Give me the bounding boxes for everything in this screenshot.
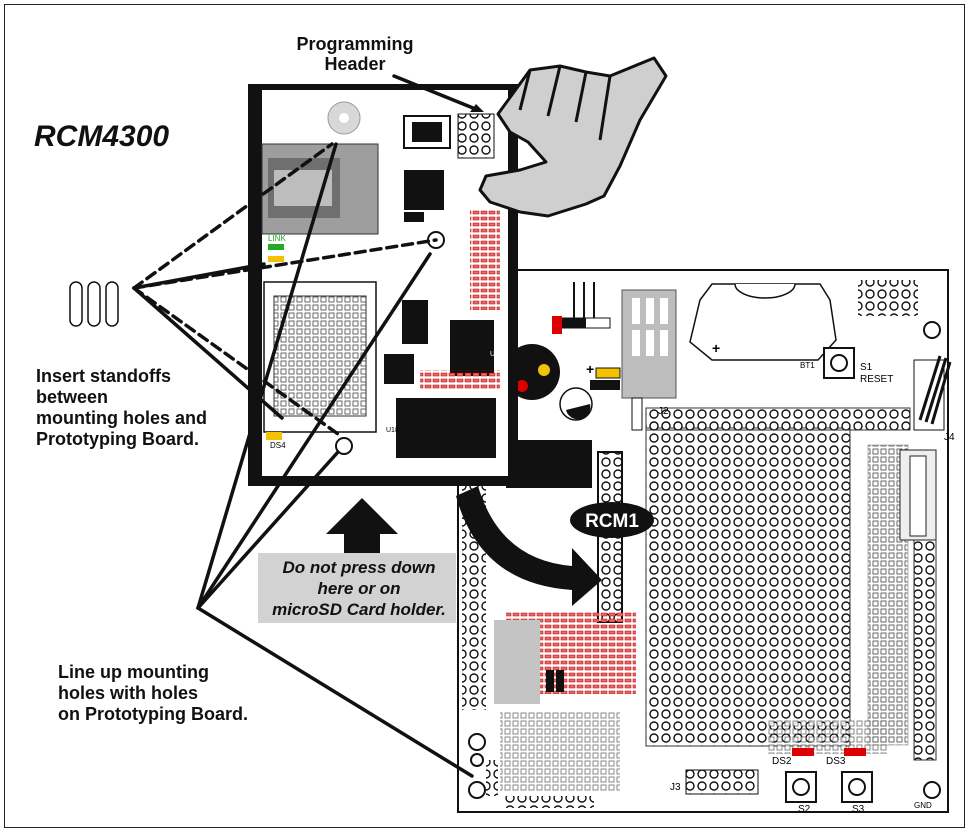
ds4-led: [266, 432, 282, 440]
rcm1-connector-label-oval: [570, 502, 654, 538]
reset-label: RESET: [860, 374, 893, 385]
programming-header-label: Programming Header: [290, 34, 420, 74]
lineup-line: holes with holes: [58, 683, 199, 703]
programming-header-label-line2: Header: [324, 54, 386, 74]
warning-text: Do not press down here or on microSD Car…: [262, 557, 456, 620]
u1-chip: [450, 320, 494, 376]
ds3-label: DS3: [826, 756, 846, 767]
standoff-icons: [69, 281, 119, 327]
s3-label: S3: [852, 804, 865, 815]
ds2-led: [792, 748, 814, 756]
board-mounting-hole: [923, 321, 941, 339]
module-title: RCM4300: [34, 120, 170, 153]
programming-header-label-line1: Programming: [296, 34, 414, 54]
link-label: LINK: [268, 234, 286, 243]
lineup-line: Line up mounting: [58, 662, 209, 682]
u18-label: U18: [386, 427, 399, 434]
programming-header-pins: [457, 113, 495, 159]
ds3-led: [844, 748, 866, 756]
sram-chip: [396, 398, 496, 458]
battery-holder: [689, 283, 837, 361]
board-mounting-hole: [470, 753, 484, 767]
figure-border: [4, 4, 965, 828]
standoff-line: mounting holes and: [36, 408, 207, 428]
ds2-label: DS2: [772, 756, 792, 767]
j4-label: J4: [944, 432, 955, 443]
pad-grid: [858, 280, 918, 316]
j2-header: [646, 418, 694, 430]
lineup-line: on Prototyping Board.: [58, 704, 248, 724]
red-led: [552, 316, 562, 334]
board-mounting-hole: [468, 733, 486, 751]
rcm4300-module: LINK U1 U18 DS4: [248, 84, 518, 486]
warning-line: here or on: [317, 579, 401, 598]
left-hole-column-2: [486, 760, 498, 796]
j3-label: J3: [670, 782, 681, 793]
gnd-label: GND: [914, 801, 932, 810]
prototyping-board: + BT1 + J2 S1 RESET: [457, 269, 955, 815]
pin-header: [573, 282, 595, 322]
u1-label: U1: [490, 351, 499, 358]
act-led: [268, 256, 284, 262]
warning-box: [258, 553, 456, 623]
standoff-line: Prototyping Board.: [36, 429, 199, 449]
s1-label: S1: [860, 362, 873, 373]
programming-header-arrowhead: [470, 104, 484, 112]
lineup-instruction: Line up mounting holes with holes on Pro…: [58, 662, 248, 725]
s2-label: S2: [798, 804, 811, 815]
standoff-instruction: Insert standoffs between mounting holes …: [36, 366, 207, 450]
standoff-line: between: [36, 387, 109, 407]
standoff-line: Insert standoffs: [36, 366, 172, 386]
grey-module: [494, 620, 540, 704]
pointer-lines: [132, 74, 480, 778]
rcm1-label: RCM1: [585, 511, 639, 532]
svg-text:+: +: [586, 361, 594, 377]
warning-line: Do not press down: [282, 558, 436, 577]
prototyping-grid: [645, 427, 851, 747]
hand-illustration: [478, 56, 668, 218]
svg-text:+: +: [712, 340, 720, 356]
press-here-arrow: [326, 498, 398, 566]
j2-label: J2: [658, 406, 669, 417]
board-mounting-hole: [468, 781, 486, 799]
link-led: [268, 244, 284, 250]
insertion-arrow: [456, 486, 602, 606]
module-mounting-hole: [335, 437, 353, 455]
u2-chip: [506, 440, 592, 488]
board-mounting-hole: [923, 781, 941, 799]
processor-chip: [404, 170, 444, 210]
bt1-label: BT1: [800, 361, 815, 370]
warning-line: microSD Card holder.: [272, 600, 446, 619]
j3-header: [685, 769, 759, 795]
yellow-led: [595, 367, 621, 379]
ds4-label: DS4: [270, 441, 286, 450]
